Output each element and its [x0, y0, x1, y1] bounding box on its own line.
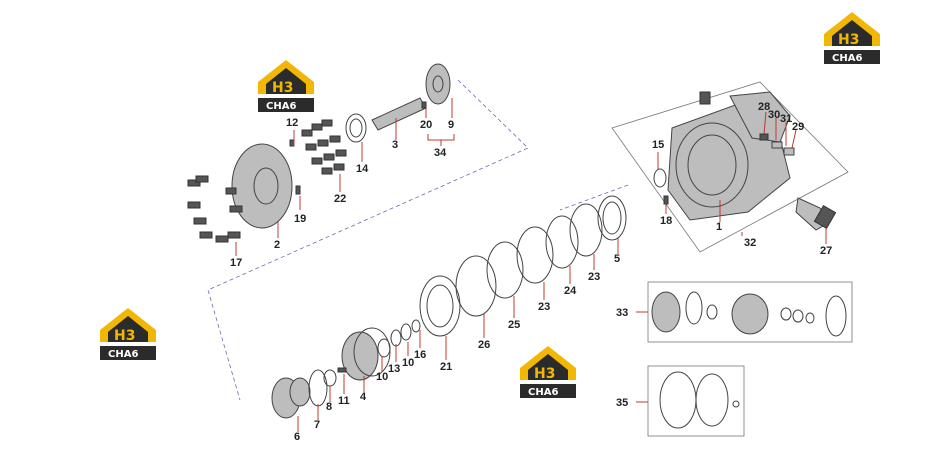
leader-lines	[235, 98, 827, 432]
part-label: 18	[660, 215, 672, 227]
housing-outline-box	[611, 81, 849, 253]
plug-parts	[759, 133, 795, 156]
part-label: 10	[376, 371, 388, 383]
part-label: 24	[564, 285, 577, 297]
part-label: 4	[360, 391, 367, 403]
part-label: 17	[230, 257, 242, 269]
part-label: 35	[616, 397, 628, 409]
part-label: 34	[434, 147, 447, 159]
part-label: 23	[588, 271, 600, 283]
part-label: 26	[478, 339, 490, 351]
kit-33-parts	[651, 291, 847, 337]
part-label: 32	[744, 237, 756, 249]
brand-logo: H3 CHA6	[100, 308, 156, 360]
part-label: 7	[314, 419, 320, 431]
part-label: 15	[652, 139, 664, 151]
part-label: 3	[392, 139, 398, 151]
part-label: 29	[792, 121, 804, 133]
housing-part	[667, 91, 791, 221]
piston-assembly-part	[271, 367, 347, 419]
part-label: 25	[508, 319, 520, 331]
assembly-guide-line	[559, 184, 629, 211]
relief-valve-part	[795, 197, 837, 231]
end-cover-part	[187, 143, 293, 243]
o-ring-part	[659, 371, 697, 429]
svg-text:CHA6: CHA6	[832, 53, 862, 64]
friction-plates	[419, 195, 627, 337]
part-label: 16	[414, 349, 426, 361]
part-label: 11	[338, 395, 350, 407]
svg-text:H3: H3	[838, 32, 859, 48]
part-label: 20	[420, 119, 432, 131]
brand-logo: H3 CHA6	[258, 60, 314, 112]
part-label: 30	[768, 109, 780, 121]
part-label: 13	[388, 363, 400, 375]
o-ring-part	[695, 373, 729, 427]
pin-part	[295, 185, 301, 195]
brand-logo: H3 CHA6	[824, 12, 880, 64]
part-label: 21	[440, 361, 452, 373]
svg-text:CHA6: CHA6	[108, 349, 138, 360]
shaft-bearing-parts	[345, 63, 451, 143]
cylinder-block-part	[341, 319, 421, 381]
label-bracket-34	[427, 134, 455, 141]
part-label: 2	[274, 239, 280, 251]
part-label: 28	[758, 101, 770, 113]
svg-text:H3: H3	[272, 80, 293, 96]
spring-set-part	[301, 119, 347, 175]
brand-logo: H3 CHA6	[520, 346, 576, 398]
part-label: 14	[356, 163, 369, 175]
part-labels: 1 2 3 4 5 6 7 8 9 10 10 11 12 13 14 15 1…	[230, 101, 832, 443]
svg-text:CHA6: CHA6	[266, 101, 296, 112]
assembly-guide-line	[207, 79, 529, 401]
part-label: 10	[402, 357, 414, 369]
o-ring-small-part	[732, 400, 740, 408]
part-label: 5	[614, 253, 620, 265]
kit-35-box	[647, 365, 745, 437]
pin-part	[289, 139, 295, 147]
svg-text:H3: H3	[114, 328, 135, 344]
part-label: 9	[448, 119, 454, 131]
part-label: 1	[716, 221, 722, 233]
part-label: 31	[780, 113, 792, 125]
part-label: 19	[294, 213, 306, 225]
part-label: 33	[616, 307, 628, 319]
part-label: 12	[286, 117, 298, 129]
part-label: 23	[538, 301, 550, 313]
part-label: 27	[820, 245, 832, 257]
oil-seal-part	[653, 168, 667, 188]
svg-text:H3: H3	[534, 366, 555, 382]
part-label: 22	[334, 193, 346, 205]
part-label: 6	[294, 431, 300, 443]
svg-text:CHA6: CHA6	[528, 387, 558, 398]
part-label: 8	[326, 401, 332, 413]
pin-part	[663, 195, 669, 205]
